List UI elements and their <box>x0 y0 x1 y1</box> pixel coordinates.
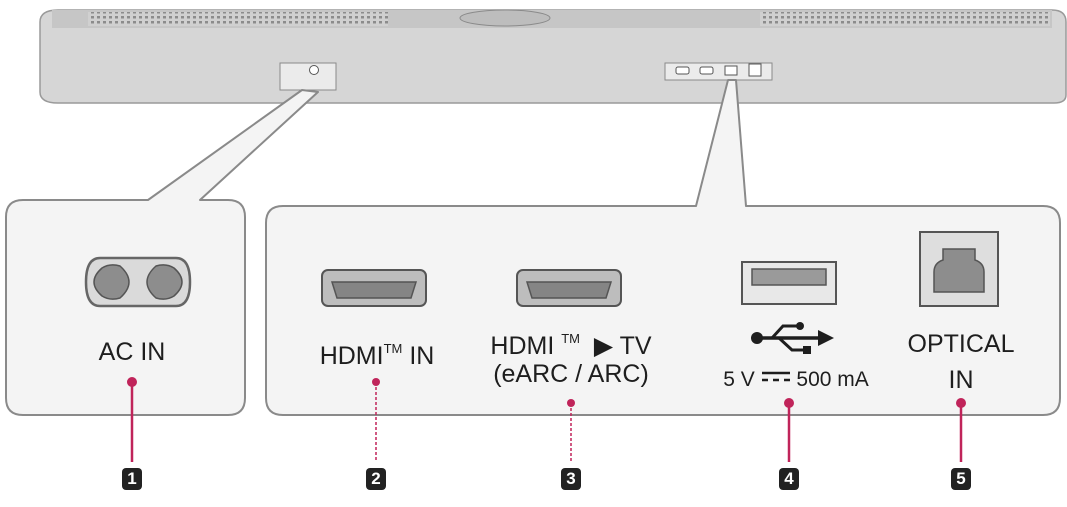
leader-dot-5 <box>956 398 966 408</box>
label-optical-line2: IN <box>948 366 974 394</box>
usb-trident-icon <box>751 322 834 354</box>
speaker-grille-left <box>88 12 388 26</box>
label-usb-voltage: 5 V <box>723 368 755 391</box>
badge-2: 2 <box>366 468 386 490</box>
small-port-hdmi-in <box>675 66 690 75</box>
label-hdmi-in: HDMITM IN <box>282 342 472 370</box>
callout-panel-io <box>265 79 1061 416</box>
power-port-recess <box>279 62 337 91</box>
badge-1: 1 <box>122 468 142 490</box>
ac-power-port-icon <box>84 256 192 308</box>
label-hdmi-tv: HDMI TM ▶ TV (eARC / ARC) <box>466 332 676 388</box>
leader-dot-4 <box>784 398 794 408</box>
small-port-hdmi-tv <box>699 66 714 75</box>
label-hdmi-tv-line2: (eARC / ARC) <box>493 360 649 388</box>
small-port-usb <box>724 65 738 76</box>
label-hdmi-tv-suffix: ▶ TV <box>593 332 652 360</box>
label-hdmi-tv-line1: HDMI TM ▶ TV <box>466 332 676 360</box>
hdmi-tv-port-icon <box>516 269 622 307</box>
label-usb-current: 500 mA <box>796 368 869 391</box>
label-ac-in: AC IN <box>72 338 192 366</box>
label-hdmi-in-tm: TM <box>383 341 403 356</box>
leader-dot-3 <box>567 399 575 407</box>
label-hdmi-in-suffix: IN <box>409 342 435 370</box>
badge-3: 3 <box>561 468 581 490</box>
dc-current-icon <box>761 371 790 382</box>
label-hdmi-in-text: HDMI <box>319 342 384 370</box>
label-optical-line1: OPTICAL <box>907 330 1015 358</box>
usb-port-icon <box>741 261 837 305</box>
label-usb: 5 V 500 mA <box>716 366 876 394</box>
soundbar <box>39 9 1067 104</box>
leader-dot-1 <box>127 377 137 387</box>
speaker-grille-right <box>760 12 1050 26</box>
label-hdmi-tv-text: HDMI <box>490 332 555 360</box>
optical-port-icon <box>919 231 999 307</box>
power-port-small <box>309 65 319 75</box>
io-port-recess <box>664 62 773 81</box>
small-port-optical <box>748 63 762 77</box>
top-vent <box>459 9 551 27</box>
label-ac-in-text: AC IN <box>98 338 166 366</box>
label-optical: OPTICAL IN <box>886 326 1036 398</box>
leader-lines <box>127 377 966 462</box>
leader-dot-2 <box>372 378 380 386</box>
label-hdmi-tv-tm: TM <box>561 331 581 346</box>
badge-5: 5 <box>951 468 971 490</box>
callout-panel-ac <box>5 89 319 416</box>
hdmi-in-port-icon <box>321 269 427 307</box>
badge-4: 4 <box>779 468 799 490</box>
